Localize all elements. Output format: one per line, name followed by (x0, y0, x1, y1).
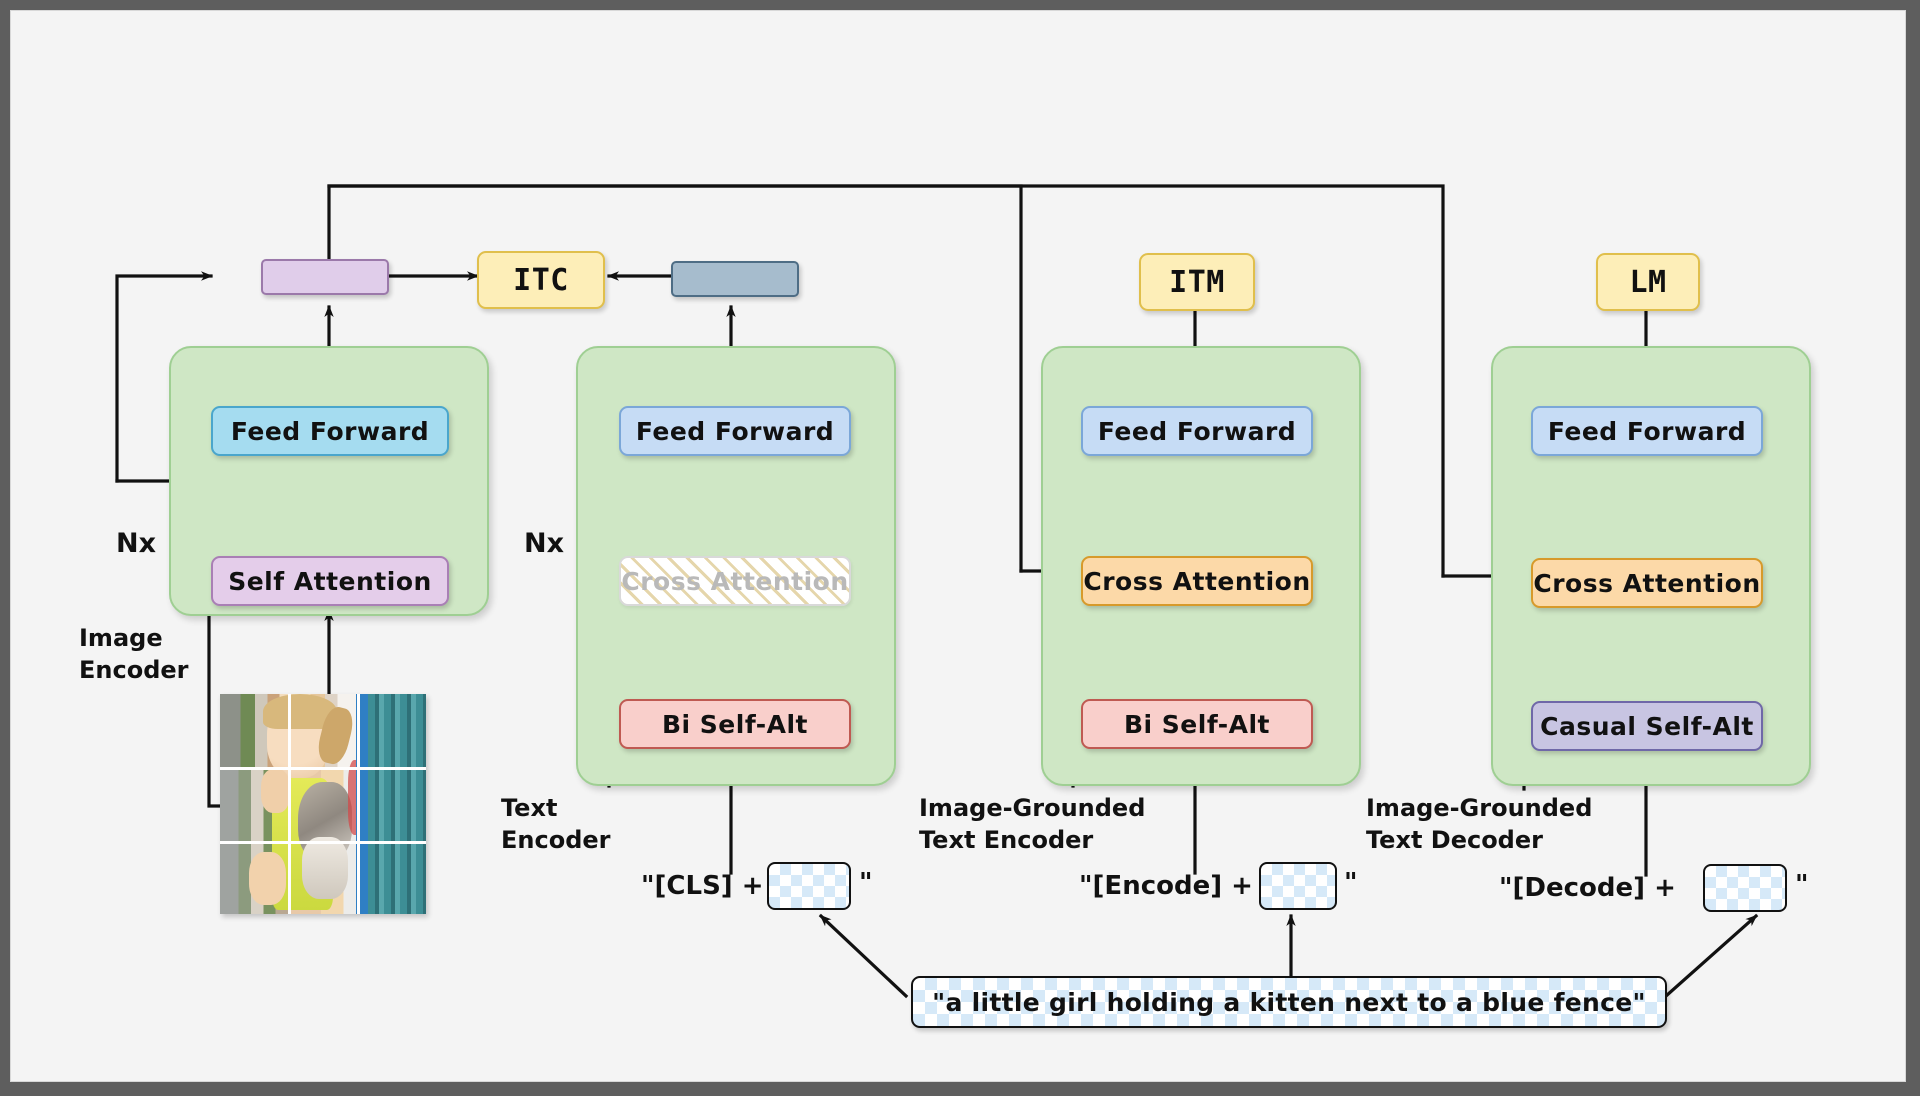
ig-text-decoder-input-token (1703, 864, 1787, 912)
ig-text-encoder-cross-attention-label: Cross Attention (1083, 566, 1311, 596)
image-encoder-caption: Image Encoder (79, 624, 189, 684)
ig-text-decoder-input-prefix: "[Decode] + (1499, 873, 1676, 903)
text-encoder-repeat-label: Nx (524, 528, 565, 559)
loss-lm-label: LM (1629, 264, 1667, 300)
loss-itm[interactable]: ITM (1139, 253, 1255, 311)
image-encoder-repeat-label: Nx (116, 528, 157, 559)
ig-text-decoder-feed-forward[interactable]: Feed Forward (1531, 406, 1763, 456)
ig-text-encoder-input-prefix: "[Encode] + (1079, 871, 1253, 901)
input-caption-box: "a little girl holding a kitten next to … (911, 976, 1667, 1028)
text-encoder-input-prefix: "[CLS] + (641, 871, 764, 901)
text-encoder-caption: Text Encoder (501, 794, 611, 854)
ig-text-decoder-casual-self-alt[interactable]: Casual Self-Alt (1531, 701, 1763, 751)
ig-text-decoder-feed-forward-label: Feed Forward (1547, 416, 1747, 446)
figure-frame: ITC ITM LM Feed Forward Self Attention N… (10, 10, 1906, 1082)
image-encoder-self-attention[interactable]: Self Attention (211, 556, 449, 606)
text-encoder-input-suffix: " (859, 868, 873, 898)
ig-text-encoder-bi-self-alt[interactable]: Bi Self-Alt (1081, 699, 1313, 749)
ig-text-encoder-cross-attention[interactable]: Cross Attention (1081, 556, 1313, 606)
text-encoder-input-token (767, 862, 851, 910)
ig-text-decoder-caption: Image-Grounded Text Decoder (1366, 794, 1593, 854)
loss-lm[interactable]: LM (1596, 253, 1700, 311)
text-encoder-bi-self-alt[interactable]: Bi Self-Alt (619, 699, 851, 749)
ig-text-decoder-input-suffix: " (1795, 870, 1809, 900)
text-encoder-feed-forward-label: Feed Forward (635, 416, 835, 446)
ig-text-encoder-input-token (1259, 862, 1337, 910)
image-encoder-self-attention-label: Self Attention (228, 566, 432, 596)
ig-text-encoder-feed-forward[interactable]: Feed Forward (1081, 406, 1313, 456)
diagram-stage: ITC ITM LM Feed Forward Self Attention N… (11, 11, 1905, 1081)
image-encoder-feed-forward-label: Feed Forward (230, 416, 430, 446)
ig-text-encoder-caption: Image-Grounded Text Encoder (919, 794, 1146, 854)
ig-text-encoder-bi-self-alt-label: Bi Self-Alt (1123, 709, 1271, 739)
input-image-thumbnail (220, 694, 426, 914)
loss-itc-label: ITC (513, 262, 569, 298)
ig-text-decoder-cross-attention-label: Cross Attention (1533, 568, 1761, 598)
loss-itc[interactable]: ITC (477, 251, 605, 309)
text-encoder-feed-forward[interactable]: Feed Forward (619, 406, 851, 456)
image-encoder-feed-forward[interactable]: Feed Forward (211, 406, 449, 456)
ig-text-encoder-feed-forward-label: Feed Forward (1097, 416, 1297, 446)
loss-itm-label: ITM (1169, 264, 1225, 300)
ig-text-decoder-casual-self-alt-label: Casual Self-Alt (1540, 711, 1754, 741)
text-cls-embedding-bar (671, 261, 799, 297)
input-caption-text: "a little girl holding a kitten next to … (932, 987, 1646, 1017)
ig-text-decoder-cross-attention[interactable]: Cross Attention (1531, 558, 1763, 608)
text-encoder-bi-self-alt-label: Bi Self-Alt (661, 709, 809, 739)
text-encoder-cross-attention-disabled: Cross Attention (619, 556, 851, 606)
text-encoder-cross-attention-label: Cross Attention (621, 566, 849, 596)
image-cls-embedding-bar (261, 259, 389, 295)
ig-text-encoder-input-suffix: " (1344, 868, 1358, 898)
